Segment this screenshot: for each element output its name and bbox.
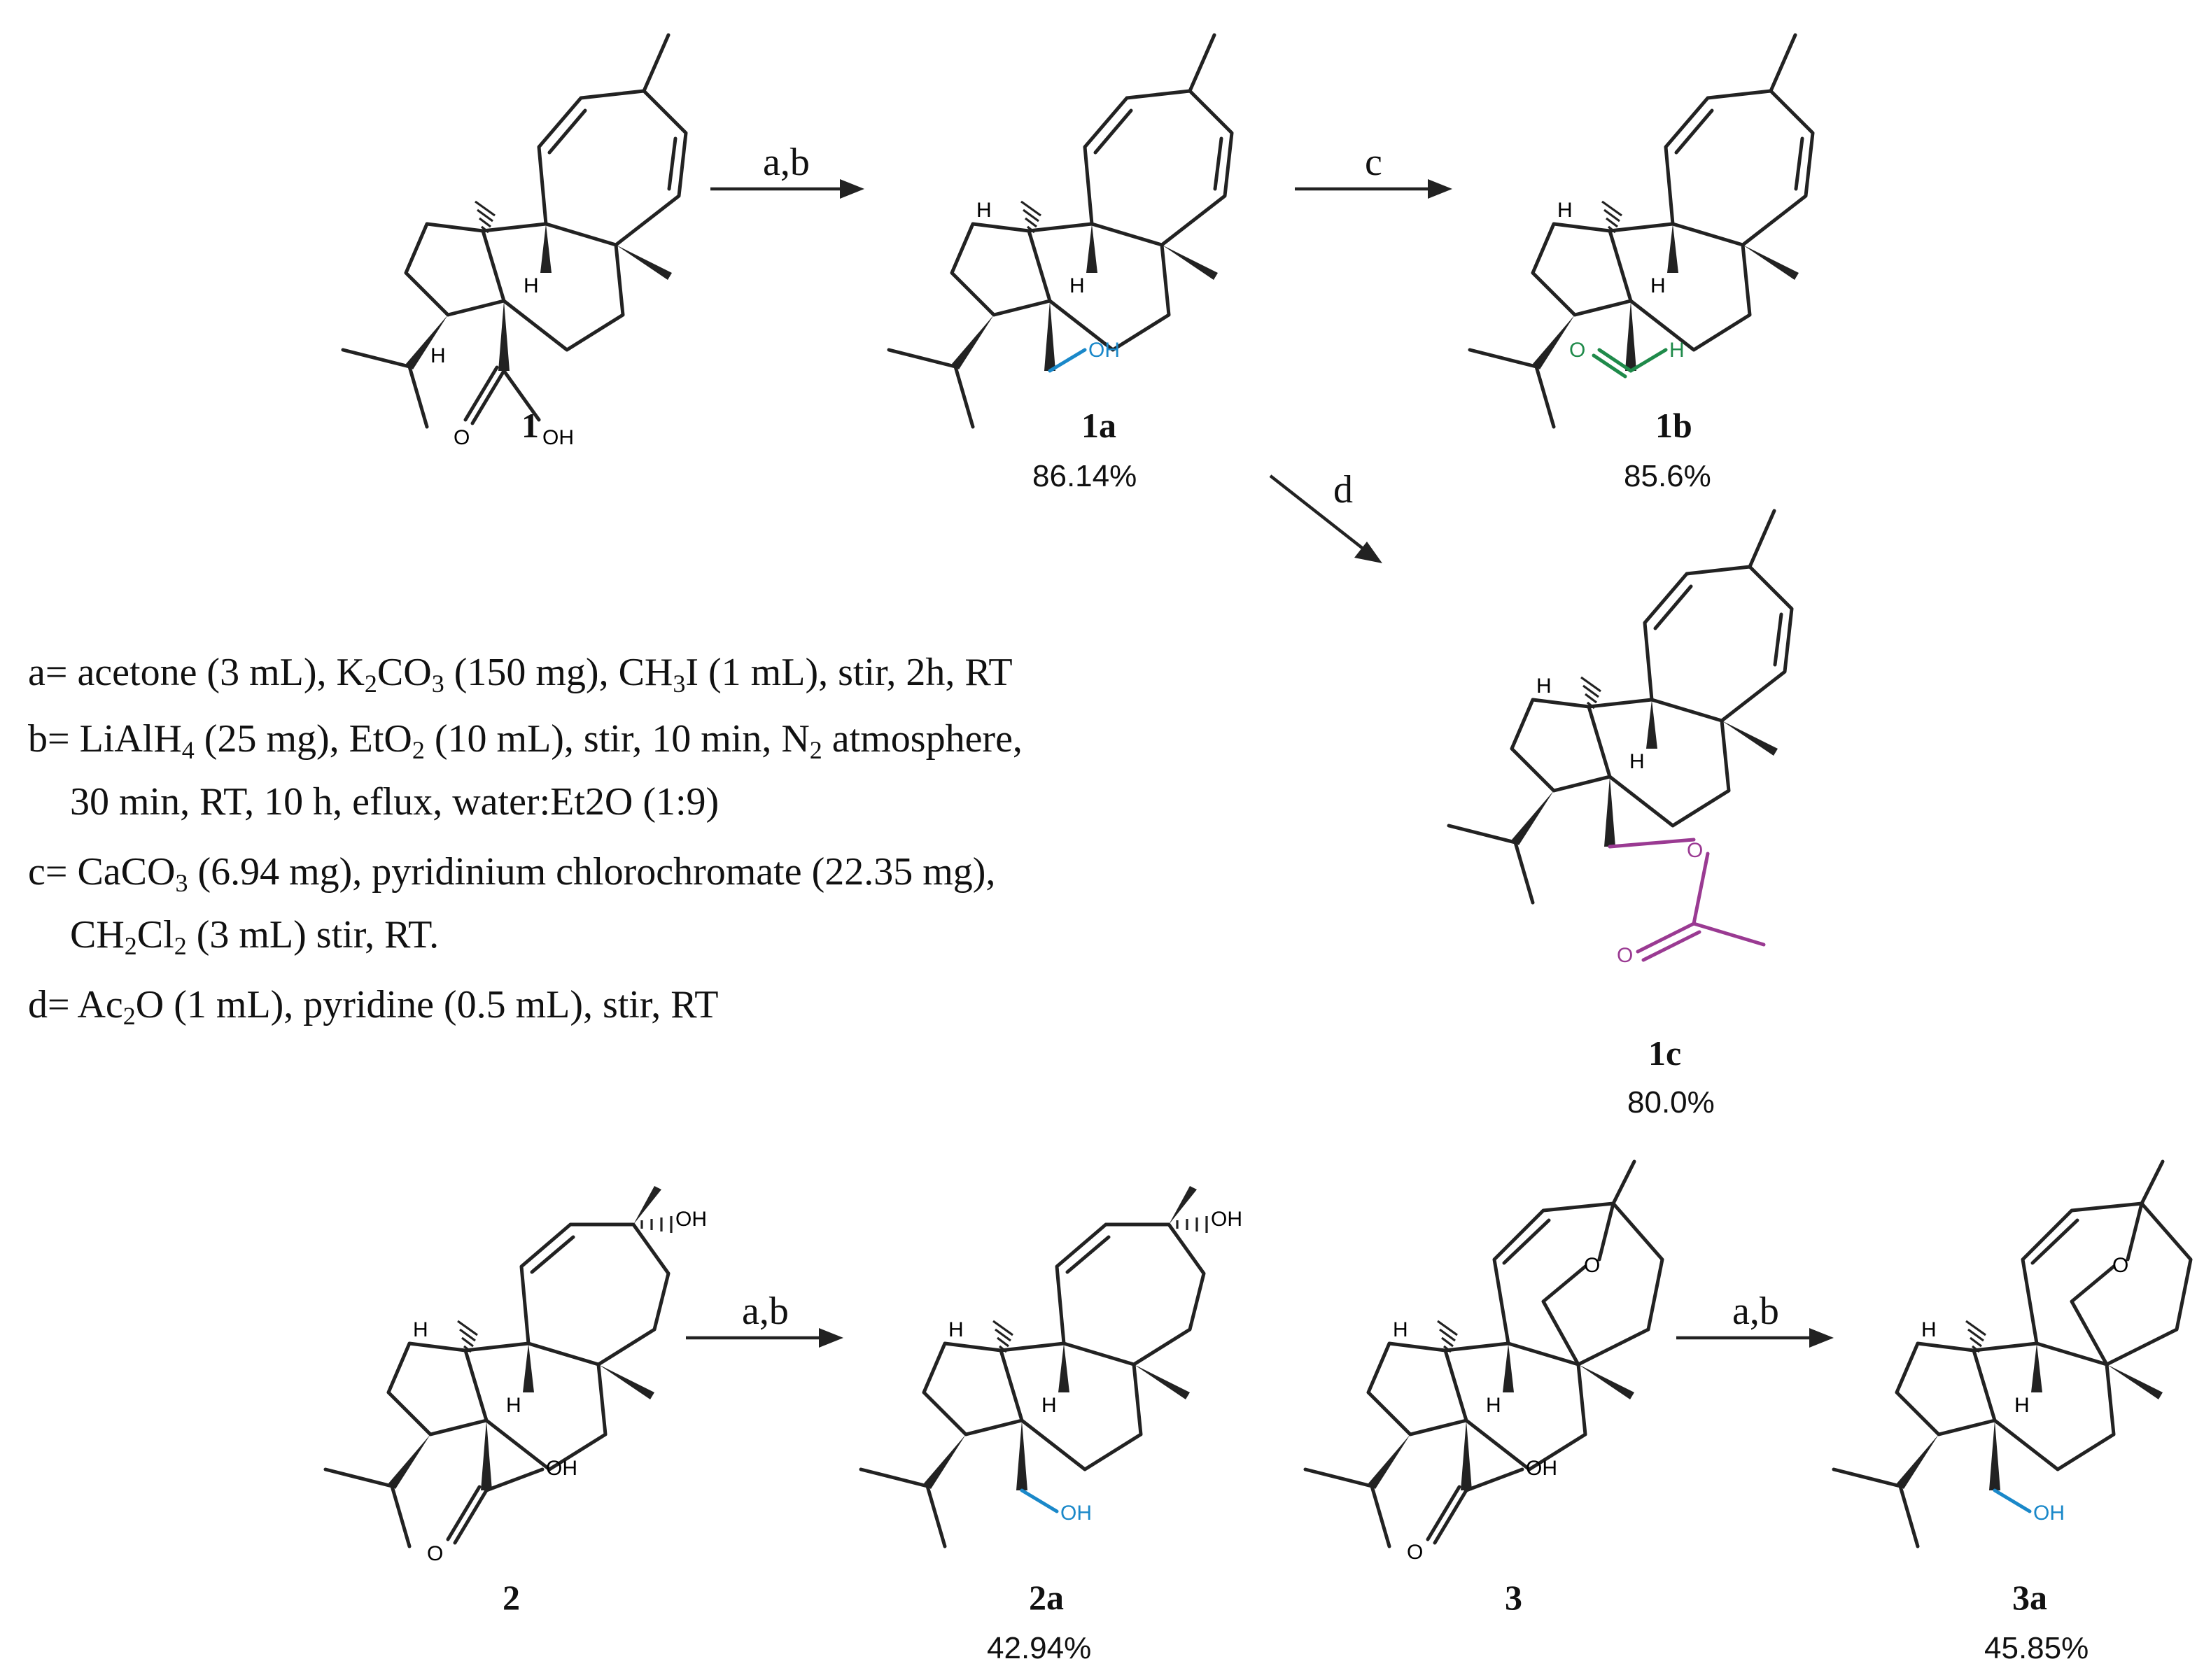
- stereo-h-top: H: [430, 344, 446, 367]
- arrow-label-c: c: [1365, 141, 1382, 184]
- hydroxyl-label: OH: [1060, 1502, 1092, 1525]
- stereo-h-bottom: H: [1629, 750, 1645, 773]
- stereo-h-bottom: H: [506, 1394, 521, 1417]
- condition-d: d= Ac2O (1 mL), pyridine (0.5 mL), stir,…: [28, 983, 719, 1030]
- carbonyl-oxygen: O: [1407, 1541, 1423, 1564]
- compound-label-2a: 2a: [1029, 1578, 1064, 1617]
- carbonyl-oxygen: O: [1617, 944, 1633, 967]
- hydroxyl-label: OH: [546, 1457, 577, 1480]
- condition-a: a= acetone (3 mL), K2CO3 (150 mg), CH3I …: [28, 651, 1013, 698]
- yield-2a: 42.94%: [987, 1631, 1091, 1665]
- condition-c: c= CaCO3 (6.94 mg), pyridinium chlorochr…: [28, 850, 996, 897]
- stereo-h-bottom: H: [1650, 274, 1666, 297]
- compound-label-3a: 3a: [2012, 1578, 2047, 1617]
- condition-c-continued: CH2Cl2 (3 mL) stir, RT.: [70, 913, 440, 960]
- hydroxyl-label: OH: [2033, 1502, 2065, 1525]
- arrow-ab-bottom-left: a,b: [686, 1290, 843, 1348]
- arrow-label-ab: a,b: [763, 141, 810, 184]
- arrow-d: d: [1269, 468, 1382, 563]
- stereo-h-bottom: H: [1069, 274, 1085, 297]
- stereo-h-bottom: H: [1486, 1394, 1501, 1417]
- carbonyl-oxygen: O: [427, 1542, 443, 1565]
- compound-label-3: 3: [1505, 1578, 1522, 1617]
- stereo-h-top: H: [948, 1318, 964, 1341]
- ring-hydroxyl-label: OH: [1211, 1208, 1242, 1231]
- compound-label-1b: 1b: [1655, 406, 1692, 445]
- compound-1a: OH H H: [889, 35, 1232, 427]
- arrow-label-ab: a,b: [1732, 1290, 1779, 1333]
- stereo-h-bottom: H: [1041, 1394, 1057, 1417]
- ring-hydroxyl-label: OH: [675, 1208, 707, 1231]
- compound-3: O OH O H H: [1305, 1162, 1662, 1564]
- stereo-h-bottom: H: [2014, 1394, 2030, 1417]
- carbonyl-oxygen: O: [454, 426, 470, 449]
- compound-2: O OH OH H H: [325, 1186, 707, 1565]
- stereo-h-bottom: H: [524, 274, 539, 297]
- stereo-h-top: H: [1921, 1318, 1937, 1341]
- ether-oxygen: O: [1584, 1254, 1600, 1277]
- compound-label-1: 1: [521, 406, 539, 445]
- yield-3a: 45.85%: [1984, 1631, 2089, 1665]
- yield-1b: 85.6%: [1624, 459, 1711, 493]
- stereo-h-top: H: [976, 199, 992, 222]
- stereo-h-top: H: [413, 1318, 428, 1341]
- condition-b: b= LiAlH4 (25 mg), EtO2 (10 mL), stir, 1…: [28, 717, 1023, 764]
- condition-b-continued: 30 min, RT, 10 h, eflux, water:Et2O (1:9…: [70, 780, 720, 824]
- yield-1a: 86.14%: [1032, 459, 1137, 493]
- aldehyde-hydrogen: H: [1669, 339, 1685, 362]
- aldehyde-oxygen: O: [1569, 339, 1585, 362]
- stereo-h-top: H: [1393, 1318, 1408, 1341]
- arrow-ab-top: a,b: [710, 141, 864, 199]
- arrow-c: c: [1295, 141, 1452, 199]
- yield-1c: 80.0%: [1627, 1085, 1715, 1120]
- stereo-h-top: H: [1536, 675, 1552, 698]
- hydroxyl-label: OH: [542, 426, 574, 449]
- compound-label-1a: 1a: [1081, 406, 1116, 445]
- compound-label-2: 2: [503, 1578, 520, 1617]
- compound-3a: OH O H H: [1834, 1162, 2191, 1546]
- ester-oxygen: O: [1687, 839, 1703, 862]
- arrow-label-ab: a,b: [742, 1290, 789, 1333]
- arrow-ab-bottom-right: a,b: [1676, 1290, 1834, 1348]
- hydroxyl-label: OH: [1088, 339, 1120, 362]
- ether-oxygen: O: [2112, 1254, 2128, 1277]
- hydroxyl-label: OH: [1526, 1457, 1557, 1480]
- compound-2a: OH OH H H: [861, 1186, 1242, 1546]
- compound-1b: O H H H: [1470, 35, 1813, 427]
- stereo-h-top: H: [1557, 199, 1573, 222]
- compound-label-1c: 1c: [1648, 1033, 1681, 1073]
- compound-1c: O O H H: [1449, 511, 1792, 967]
- arrow-label-d: d: [1333, 468, 1353, 511]
- compound-1: H H O OH: [343, 35, 686, 449]
